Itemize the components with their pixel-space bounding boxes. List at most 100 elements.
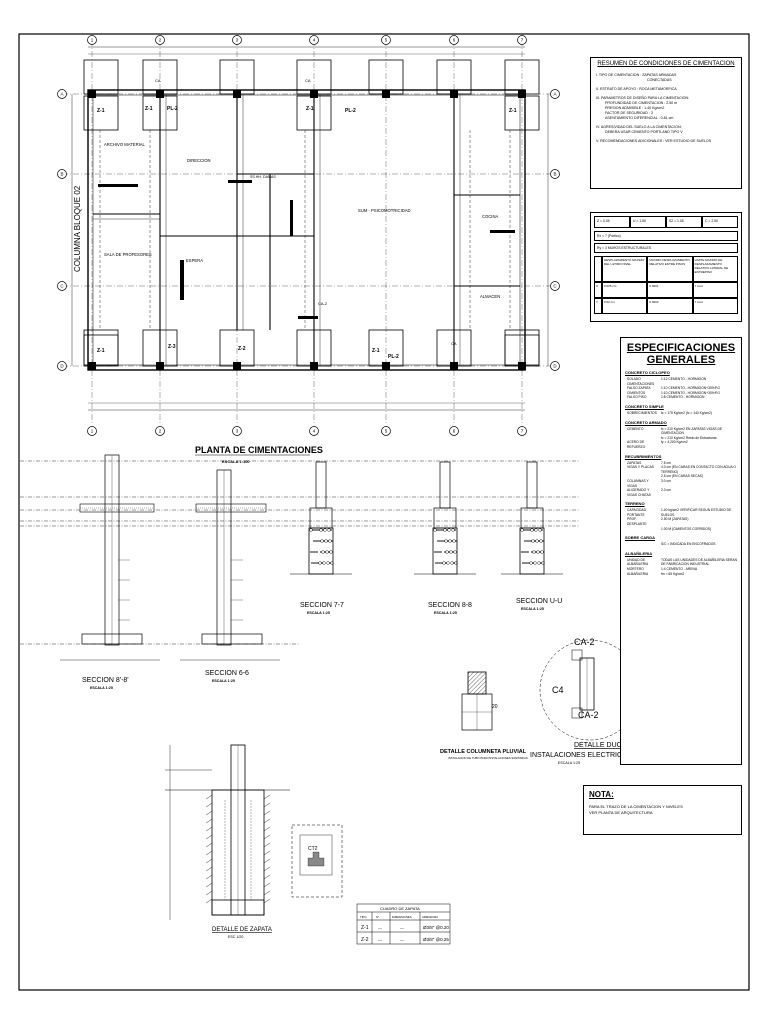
soil-hatch-line: [263, 874, 271, 880]
spec-section-title: RECUBRIMIENTOS: [625, 453, 662, 459]
spec-key: CIMIENTOS: [627, 390, 646, 395]
stone-mark: [316, 551, 319, 554]
section-scale-7: ESCALA 1:25: [307, 611, 330, 615]
stone-mark: [310, 551, 313, 554]
footing-tag: Z-1: [97, 348, 105, 354]
axis-label: B: [60, 172, 63, 177]
stone-mark: [329, 550, 333, 554]
ct2-label: CT2: [308, 846, 318, 852]
room-label-espera: ESPERA: [186, 258, 203, 263]
stone-mark: [433, 528, 437, 532]
stone-mark: [533, 561, 537, 565]
stone-mark: [535, 539, 539, 543]
axis-label: 6: [453, 38, 456, 43]
axis-label: 3: [236, 38, 239, 43]
axis-label: 5: [385, 38, 388, 43]
soil-hatch-line: [205, 866, 213, 872]
zapata-scale: ESC 1/20: [228, 935, 243, 939]
resumen-title: RESUMEN DE CONDICIONES DE CIMENTACION: [597, 61, 735, 67]
soil-hatch-line: [205, 890, 213, 896]
axis-label: C: [553, 284, 557, 289]
resumen-line: II. ESTRATO DE APOYO : ROCA METAMORFICA: [596, 87, 677, 91]
soil-hatch-line: [205, 826, 213, 832]
stone-mark: [317, 562, 320, 565]
spec-section-title: CONCRETO SIMPLE: [625, 403, 664, 409]
section-title-7: SECCION 7-7: [300, 602, 344, 609]
spec-value: fc = 210 Kg/cm2 Resto de Estructuras: [661, 435, 717, 440]
nota-text-1: PARA EL TRAZO DE LA CIMENTACION Y NIVELE…: [589, 804, 683, 809]
seismic-param: C = 2.50: [702, 216, 738, 228]
spec-key: ACERO DE REFUERZO: [627, 440, 646, 449]
stone-mark: [313, 562, 316, 565]
soil-hatch-line: [205, 794, 213, 800]
stone-mark: [324, 539, 328, 543]
spec-section-title: SOBRE CARGA: [625, 535, 656, 541]
stone-mark: [521, 551, 524, 554]
cuadro-zapata-table: [356, 903, 451, 945]
footing-tag: CA-2: [318, 301, 328, 306]
seismic-header: LIMITE MAXIMO DE DESPLAZAMIENTO RELATIVO…: [692, 256, 738, 282]
footing-tag: Z-1: [145, 106, 153, 112]
stone-mark: [449, 550, 453, 554]
spec-key: FALSO PISO: [627, 395, 647, 400]
cuadro-cell: —: [400, 925, 404, 930]
room-label-direccion: DIRECCION: [187, 158, 211, 163]
spec-section-title: TERRENO: [625, 501, 645, 507]
stone-mark: [440, 551, 443, 554]
room-label-almacen: ALMACEN: [480, 294, 500, 299]
seismic-cell: 0.005 cm: [602, 282, 648, 298]
spec-row: fc = 210 Kg/cm2 Resto de Estructuras: [627, 436, 741, 441]
stone-mark: [443, 528, 447, 532]
stone-mark: [537, 561, 541, 565]
spec-key: CEMENTO: [627, 426, 644, 431]
stone-mark: [532, 550, 536, 554]
stone-mark: [317, 540, 320, 543]
spec-key: COLUMNAS Y VIGAS: [627, 478, 649, 488]
footing-tag: CA: [155, 78, 161, 83]
stone-mark: [454, 529, 457, 532]
spec-section-title: CONCRETO ARMADO: [625, 419, 667, 425]
section-title-8: SECCION 8-8: [428, 602, 472, 609]
stone-mark: [440, 529, 443, 532]
resumen-line: III. PARAMETROS DE DISEÑO PARA LA CIMENT…: [596, 96, 690, 100]
room-label-archivo: ARCHIVO MATERIAL: [104, 142, 146, 147]
specifications-panel: ESPECIFICACIONES GENERALES CONCRETO CICL…: [620, 337, 742, 765]
stone-mark: [314, 551, 317, 554]
zapata-title: DETALLE DE ZAPATA: [212, 927, 272, 933]
seismic-table: DESPLAZAMIENTO MAXIMO DEL ULTIMO NIVEL M…: [594, 256, 738, 314]
stone-mark: [540, 562, 543, 565]
spec-value: TODAS LAS UNIDADES DE ALBAÑILERIA SERAN …: [661, 557, 737, 567]
stone-mark: [442, 561, 446, 565]
spec-row: S/C = INDICADA EN ENCOFRADOS: [627, 542, 741, 547]
ducto-tag-mid: C4: [552, 685, 564, 695]
section-scale-8p: ESCALA 1:25: [90, 686, 113, 690]
soil-hatch-line: [205, 802, 213, 808]
plan-scale: ESCALA 1:100: [222, 459, 250, 464]
ducto-title: DETALLE DUCTO: [574, 742, 632, 749]
foundation-plan: [57, 35, 560, 436]
resumen-line: I. TIPO DE CIMENTACION : ZAPATAS ARMADAS: [596, 73, 677, 77]
spec-value: 7.5 cm: [661, 460, 671, 465]
resumen-panel: RESUMEN DE CONDICIONES DE CIMENTACION I.…: [590, 57, 742, 189]
axis-label: 7: [521, 429, 524, 434]
stone-mark: [319, 528, 323, 532]
stone-mark: [534, 528, 538, 532]
spec-value: 1.40 kg/cm2 VERIFICAR SEGUN ESTUDIO DE S…: [661, 508, 732, 517]
spec-key: MORTERO: [627, 567, 644, 572]
stone-mark: [536, 550, 540, 554]
sections-band: [20, 454, 580, 661]
stone-mark: [530, 528, 534, 532]
soil-hatch-line: [263, 802, 271, 808]
cuadro-cell: Z-1: [361, 925, 369, 931]
stone-mark: [453, 550, 457, 554]
footing-tag: Z-1: [306, 106, 314, 112]
axis-label: 2: [159, 429, 162, 434]
stone-mark: [318, 529, 321, 532]
stone-mark: [524, 540, 527, 543]
ducto-title-2: INSTALACIONES ELECTRICAS: [530, 752, 632, 759]
stone-mark: [452, 539, 456, 543]
